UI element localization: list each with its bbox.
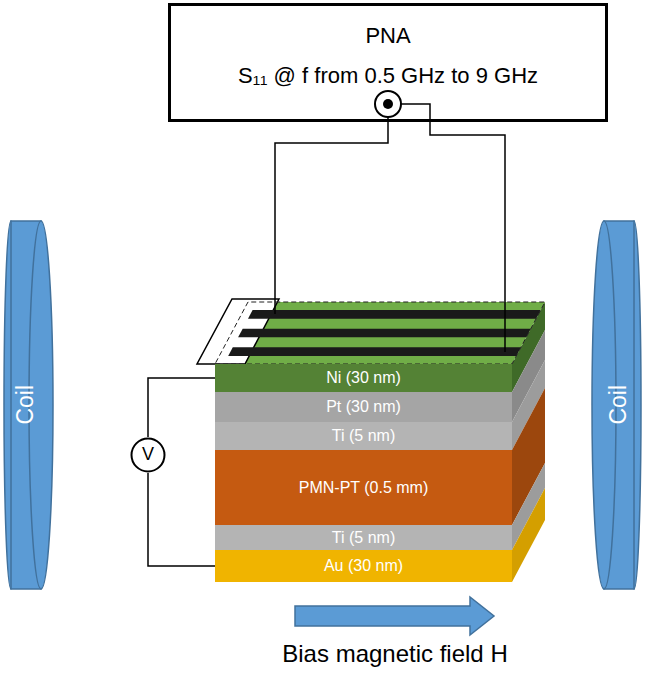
ground-cable [401, 104, 505, 352]
voltmeter-lead [148, 473, 215, 566]
node-label: Au (30 nm) [324, 556, 403, 575]
dashed-outline [215, 302, 545, 364]
instrument-name: PNA [365, 23, 410, 49]
node-label: Ti (5 nm) [332, 426, 395, 445]
pmnpt-substrate: PMN-PT (0.5 mm) [215, 450, 512, 525]
node-label: V [142, 444, 154, 466]
node-label: Pt (30 nm) [326, 397, 401, 416]
port-connector [375, 91, 401, 117]
gold-layer: Au (30 nm) [215, 550, 512, 582]
nickel-top-face [215, 302, 545, 364]
field-arrow [295, 597, 494, 635]
voltmeter-lead [148, 378, 215, 437]
signal-cable [275, 104, 388, 314]
node-label: Ni (30 nm) [326, 368, 401, 387]
gold-side-face [512, 488, 545, 582]
node-label: Coil [12, 385, 40, 425]
platinum-layer: Pt (30 nm) [215, 392, 512, 422]
measurement-note: S₁₁ @ f from 0.5 GHz to 9 GHz [238, 63, 538, 89]
field-label: Bias magnetic field H [282, 640, 507, 669]
waveguide-strip [248, 310, 541, 319]
waveguide-strip [228, 347, 521, 356]
node-label: Coil [605, 385, 633, 425]
port-pin [383, 99, 393, 109]
voltmeter-symbol: V [130, 437, 166, 473]
meter-circle [132, 439, 165, 472]
coil-cylinder: Coil [590, 220, 642, 590]
titanium-layer: Ti (5 nm) [215, 525, 512, 550]
node-label: PMN-PT (0.5 mm) [299, 478, 428, 497]
coil-cylinder: Coil [3, 220, 55, 590]
nickel-layer: Ni (30 nm) [215, 364, 512, 392]
node-label: Ti (5 nm) [332, 528, 395, 547]
analyzer-box: PNA S₁₁ @ f from 0.5 GHz to 9 GHz [168, 3, 608, 122]
label-layer: Bias magnetic field H [0, 640, 645, 669]
titanium-layer: Ti (5 nm) [215, 422, 512, 450]
waveguide-strip [238, 329, 531, 338]
